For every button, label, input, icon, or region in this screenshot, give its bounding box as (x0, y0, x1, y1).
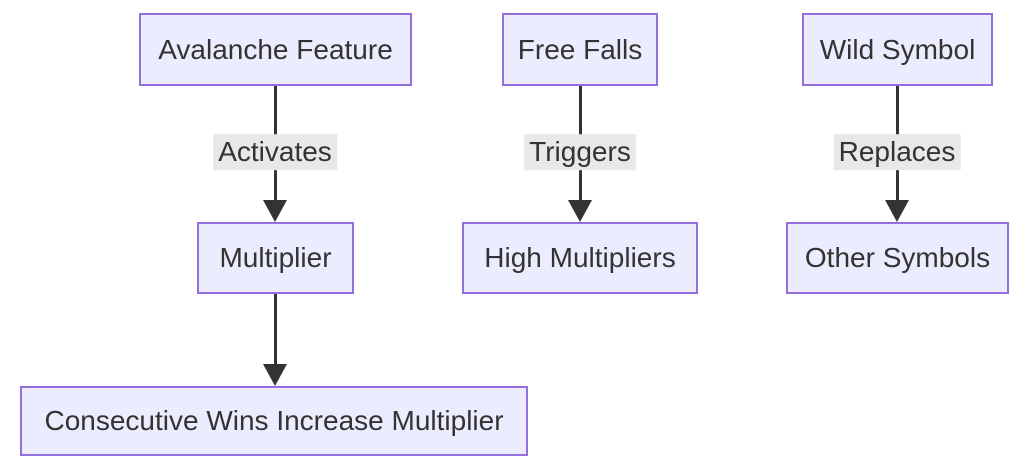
arrow-line (273, 294, 277, 381)
edge-label-activates: Activates (213, 134, 337, 170)
edge-label-triggers: Triggers (524, 134, 636, 170)
node-other-symbols: Other Symbols (786, 222, 1009, 294)
node-wild-symbol: Wild Symbol (802, 13, 993, 86)
node-consecutive-wins-increase-multiplier: Consecutive Wins Increase Multiplier (20, 386, 528, 456)
arrowhead-icon (263, 200, 287, 222)
edge-multiplier-to-consecutive (262, 294, 288, 386)
node-multiplier: Multiplier (197, 222, 354, 294)
arrowhead-icon (568, 200, 592, 222)
node-free-falls: Free Falls (502, 13, 658, 86)
node-high-multipliers: High Multipliers (462, 222, 698, 294)
node-avalanche-feature: Avalanche Feature (139, 13, 412, 86)
arrowhead-icon (263, 364, 287, 386)
edge-label-replaces: Replaces (833, 134, 961, 170)
arrowhead-icon (885, 200, 909, 222)
